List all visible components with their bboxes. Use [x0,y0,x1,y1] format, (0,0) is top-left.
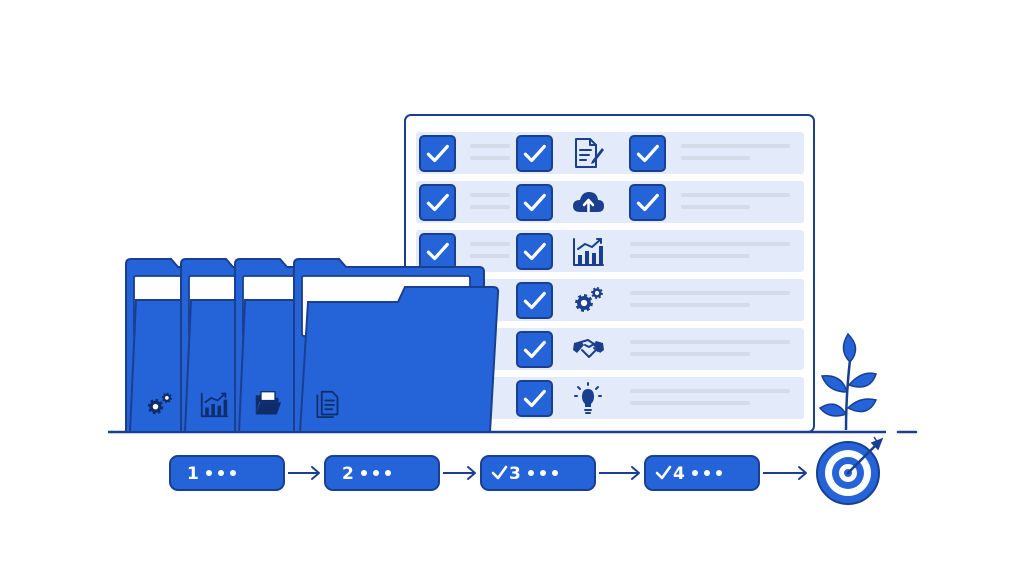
checkbox-checked [419,233,456,270]
step-dot [552,470,558,476]
checkmark-icon [636,144,659,163]
checkbox-checked [629,184,666,221]
checklist-row [416,377,804,419]
leaf [846,398,878,413]
leaf [847,372,877,388]
step-dot [716,470,722,476]
bar-chart-icon [200,392,228,418]
flow-arrow [288,466,320,480]
checkmark-icon [523,291,546,310]
flow-arrow [763,466,807,480]
checkmark-icon [426,144,449,163]
leaf [820,375,848,393]
step-dot [206,470,212,476]
step-dot [704,470,710,476]
lightbulb-icon [574,382,602,414]
bar-chart-icon [573,238,604,266]
step-pill-background [644,455,760,491]
checkbox-checked [516,282,553,319]
step-pill-background [169,455,285,491]
folder [293,258,500,433]
step-check-icon [491,465,508,480]
document-pen-icon [575,138,604,168]
checklist-row [416,279,804,321]
checkbox-checked [516,135,553,172]
step-number: 2 [342,464,354,484]
checklist-row [416,328,804,370]
checklist-row [416,132,804,174]
step-dot [230,470,236,476]
target-arrow-icon [816,436,884,505]
checkbox-checked [516,380,553,417]
document-icon [316,390,339,418]
checklist-row-background [416,377,804,419]
step-pill-background [324,455,440,491]
sprout-icon [818,332,878,431]
checklist-row [416,181,804,223]
step-check-icon [655,465,672,480]
step-pill: 2 [324,455,440,491]
checklist-row-background [416,132,804,174]
step-pill: 4 [644,455,760,491]
step-pill: 3 [480,455,596,491]
checkmark-icon [636,193,659,212]
checkmark-icon [426,242,449,261]
checkmark-icon [523,144,546,163]
checkbox-checked [419,135,456,172]
checkbox-checked [629,135,666,172]
checkbox-checked [516,233,553,270]
checkbox-checked [419,184,456,221]
step-dot [528,470,534,476]
step-pill-background [480,455,596,491]
step-dot [361,470,367,476]
leaf [842,332,857,364]
checklist-row [416,230,804,272]
gears-icon [575,287,603,312]
checkmark-icon [426,193,449,212]
step-pill: 1 [169,455,285,491]
gears-icon [147,392,173,415]
open-folder-icon [255,391,282,415]
checklist-row-background [416,279,804,321]
checkmark-icon [523,242,546,261]
leaf [818,403,848,417]
checklist-row-background [416,230,804,272]
checkmark-icon [523,389,546,408]
step-number: 1 [187,464,199,484]
checkmark-icon [523,193,546,212]
step-dot [373,470,379,476]
folder-front [298,286,500,433]
step-number: 3 [509,464,521,484]
checklist-row-background [416,181,804,223]
step-dot [218,470,224,476]
handshake-icon [573,339,604,358]
checkbox-checked [516,184,553,221]
step-dot [385,470,391,476]
step-dot [540,470,546,476]
checkmark-icon [523,340,546,359]
flow-arrow [443,466,476,480]
step-dot [692,470,698,476]
checklist-row-background [416,328,804,370]
step-number: 4 [673,464,685,484]
checkbox-checked [516,331,553,368]
flow-arrow [599,466,640,480]
cloud-upload-icon [573,192,604,213]
